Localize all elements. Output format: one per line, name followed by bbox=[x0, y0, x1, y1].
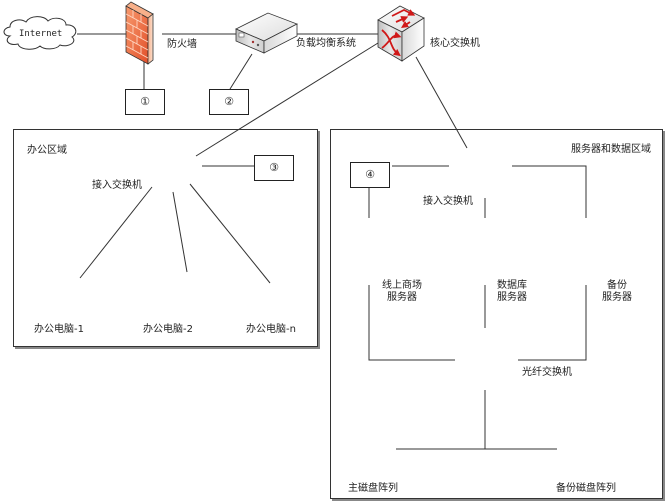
edge-officeswitch-pc2 bbox=[172, 191, 188, 273]
web-server-label-line1: 线上商场 bbox=[382, 280, 422, 291]
edge-loadbalancer-placeholder2 bbox=[229, 53, 253, 90]
firewall-icon bbox=[125, 1, 154, 65]
office-pc-2-label: 办公电脑-2 bbox=[143, 324, 193, 335]
placeholder-box-3[interactable]: ③ bbox=[254, 155, 294, 181]
edge-core-officeswitch bbox=[195, 42, 379, 157]
backup-server-label: 备份 服务器 bbox=[597, 280, 637, 304]
internet-cloud-icon bbox=[3, 16, 77, 50]
load-balancer-label: 负载均衡系统 bbox=[296, 38, 356, 49]
primary-disk-label: 主磁盘阵列 bbox=[348, 483, 398, 494]
core-switch-icon bbox=[377, 5, 425, 62]
load-balancer-icon bbox=[235, 12, 298, 54]
core-switch-label: 核心交换机 bbox=[430, 38, 480, 49]
placeholder-box-4[interactable]: ④ bbox=[350, 162, 390, 188]
backup-disk-label: 备份磁盘阵列 bbox=[556, 483, 616, 494]
fiber-switch-label: 光纤交换机 bbox=[522, 367, 572, 378]
office-access-switch-label: 接入交换机 bbox=[92, 180, 142, 191]
server-zone-label: 服务器和数据区域 bbox=[571, 144, 651, 155]
firewall-label: 防火墙 bbox=[167, 39, 197, 50]
internet-label: Internet bbox=[19, 29, 63, 39]
server-access-switch-label: 接入交换机 bbox=[423, 196, 473, 207]
office-zone-label: 办公区域 bbox=[27, 145, 67, 156]
backup-server-label-line1: 备份 bbox=[607, 280, 627, 291]
office-zone bbox=[13, 129, 318, 347]
web-server-label: 线上商场 服务器 bbox=[378, 280, 426, 304]
placeholder-box-1[interactable]: ① bbox=[125, 89, 165, 115]
office-pc-1-label: 办公电脑-1 bbox=[34, 324, 84, 335]
db-server-label: 数据库 服务器 bbox=[492, 280, 532, 304]
connections bbox=[77, 33, 587, 450]
edge-serverswitch-backup bbox=[512, 165, 587, 218]
server-zone bbox=[330, 129, 663, 499]
placeholder-box-2[interactable]: ② bbox=[209, 89, 249, 115]
office-pc-n-label: 办公电脑-n bbox=[246, 324, 296, 335]
web-server-label-line2: 服务器 bbox=[387, 292, 417, 303]
edge-core-serverswitch bbox=[415, 56, 468, 149]
edge-backup-fiber bbox=[518, 285, 587, 361]
backup-server-label-line2: 服务器 bbox=[602, 292, 632, 303]
edge-web-fiber bbox=[368, 285, 455, 361]
edge-officeswitch-pc1 bbox=[79, 186, 153, 279]
edge-officeswitch-pcn bbox=[189, 183, 271, 284]
db-server-label-line2: 服务器 bbox=[497, 292, 527, 303]
db-server-label-line1: 数据库 bbox=[497, 280, 527, 291]
